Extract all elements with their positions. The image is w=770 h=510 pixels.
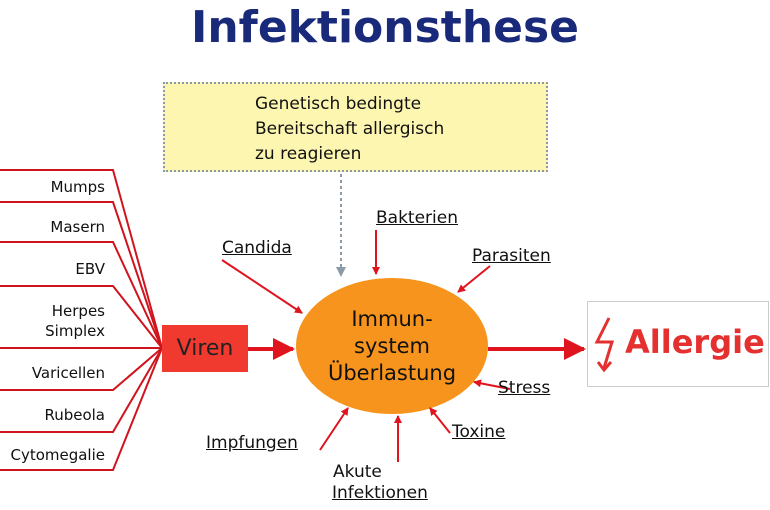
virus-rubeola: Rubeola	[44, 406, 105, 424]
center-line-2: system	[354, 333, 430, 358]
virus-varicellen: Varicellen	[31, 364, 105, 382]
virus-cytomegalie: Cytomegalie	[10, 446, 105, 464]
immune-ellipse	[296, 278, 488, 414]
factor-parasiten: Parasiten	[472, 246, 551, 266]
genetic-line-2: Bereitschaft allergisch	[255, 119, 445, 139]
virus-herpes: Herpes	[51, 302, 105, 320]
result-allergie: Allergie	[625, 323, 765, 361]
immune-overload-label: Immun- system Überlastung	[296, 278, 488, 414]
factor-bakterien: Bakterien	[376, 208, 458, 228]
center-line-1: Immun-	[351, 306, 433, 331]
genetic-predisposition-box: Genetisch bedingte Bereitschaft allergis…	[163, 82, 548, 172]
virus-lines	[0, 169, 163, 471]
result-box	[587, 301, 769, 387]
factor-infektionen: Infektionen	[332, 483, 428, 503]
virus-simplex: Simplex	[45, 322, 105, 340]
factor-impfungen: Impfungen	[206, 433, 298, 453]
center-line-3: Überlastung	[327, 360, 457, 385]
page-title: Infektionsthese	[190, 2, 580, 53]
genetic-line-3: zu reagieren	[255, 144, 362, 164]
viren-box: Viren	[162, 325, 248, 372]
genetic-line-1: Genetisch bedingte	[255, 94, 422, 114]
virus-mumps: Mumps	[50, 178, 105, 196]
factor-akute: Akute	[333, 462, 382, 482]
factor-candida: Candida	[222, 238, 292, 258]
factor-arrows	[221, 230, 511, 462]
virus-masern: Masern	[50, 218, 105, 236]
virus-ebv: EBV	[75, 260, 105, 278]
lightning-icon	[594, 317, 615, 369]
factor-stress: Stress	[498, 378, 551, 398]
factor-toxine: Toxine	[452, 422, 506, 442]
